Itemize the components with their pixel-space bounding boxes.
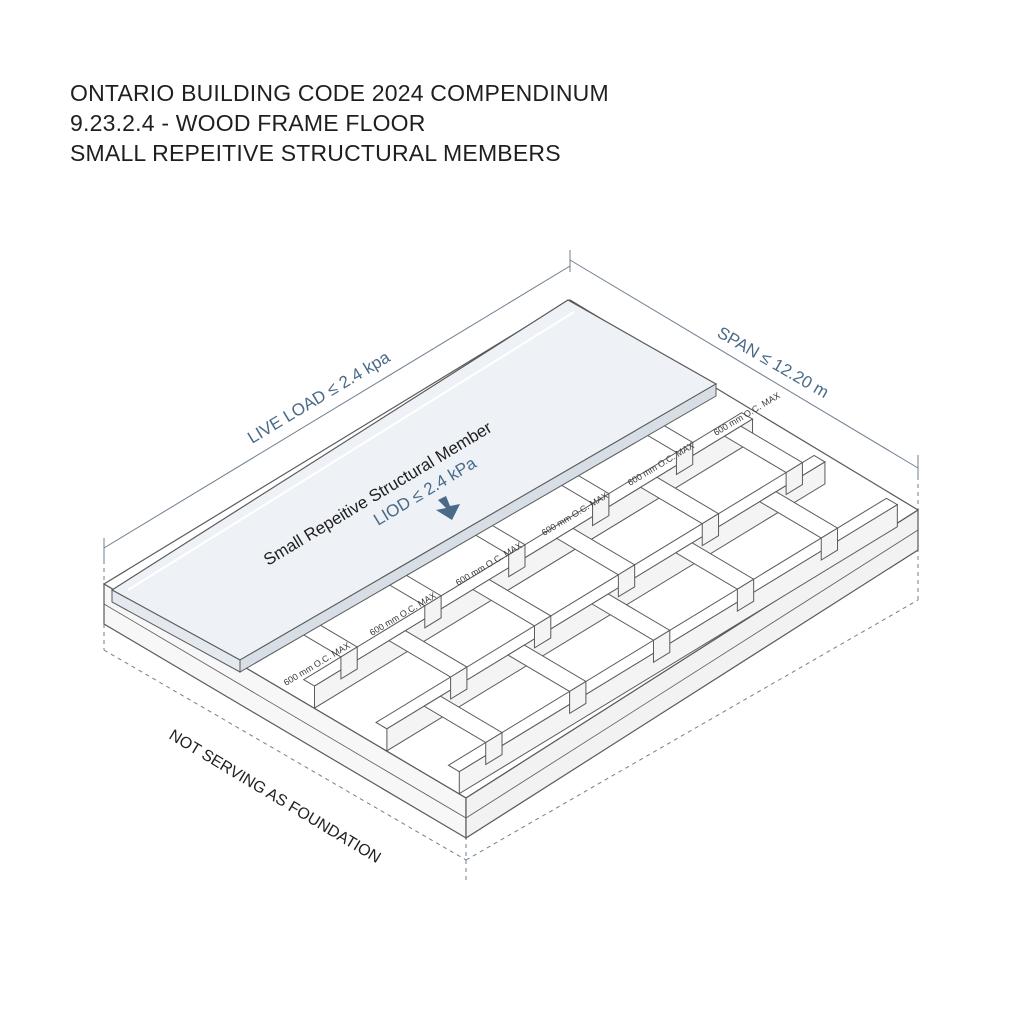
blocking-1-2-side	[424, 594, 442, 629]
panel-highlight	[127, 311, 575, 591]
load-arrow-icon	[436, 496, 460, 520]
panel-left-edge	[111, 589, 241, 673]
blocking-3-3-side	[652, 629, 671, 664]
blocking-3-4-side	[736, 578, 755, 613]
platform-rim-line	[103, 603, 467, 819]
span-label: SPAN ≤ 12.20 m	[714, 323, 832, 402]
foundation-dimension-line	[103, 649, 467, 861]
sheathing-panel	[110, 299, 718, 673]
blocking-2-3-side	[617, 563, 636, 598]
title-block: ONTARIO BUILDING CODE 2024 COMPENDINUM 9…	[70, 78, 609, 168]
dimension-lines	[103, 250, 919, 880]
blocking-1-5-side	[675, 441, 694, 476]
blocking-2-2-side	[533, 615, 552, 649]
blocking-3-1-side	[485, 731, 503, 766]
title-line-3: SMALL REPEITIVE STRUCTURAL MEMBERS	[70, 140, 561, 166]
platform-rim-line-right	[465, 529, 919, 819]
load-arrow	[436, 496, 460, 520]
span-dimension-line	[569, 259, 919, 469]
blocking-2-5-side	[785, 461, 803, 496]
live-load-dimension-line	[103, 265, 571, 549]
blocking-3-2-side	[569, 680, 587, 715]
blocking-1-3-side	[508, 543, 526, 578]
bottom-right-dimension-line	[465, 599, 919, 861]
blocking-1-1-side	[340, 646, 358, 680]
blocking-1-4-side	[592, 492, 610, 527]
title-line-2: 9.23.2.4 - WOOD FRAME FLOOR	[70, 110, 426, 136]
blocking-3-5-side	[820, 527, 839, 561]
title-line-1: ONTARIO BUILDING CODE 2024 COMPENDINUM	[70, 80, 609, 106]
blocking-2-4-side	[701, 512, 720, 547]
blocking-2-1-side	[450, 666, 468, 700]
